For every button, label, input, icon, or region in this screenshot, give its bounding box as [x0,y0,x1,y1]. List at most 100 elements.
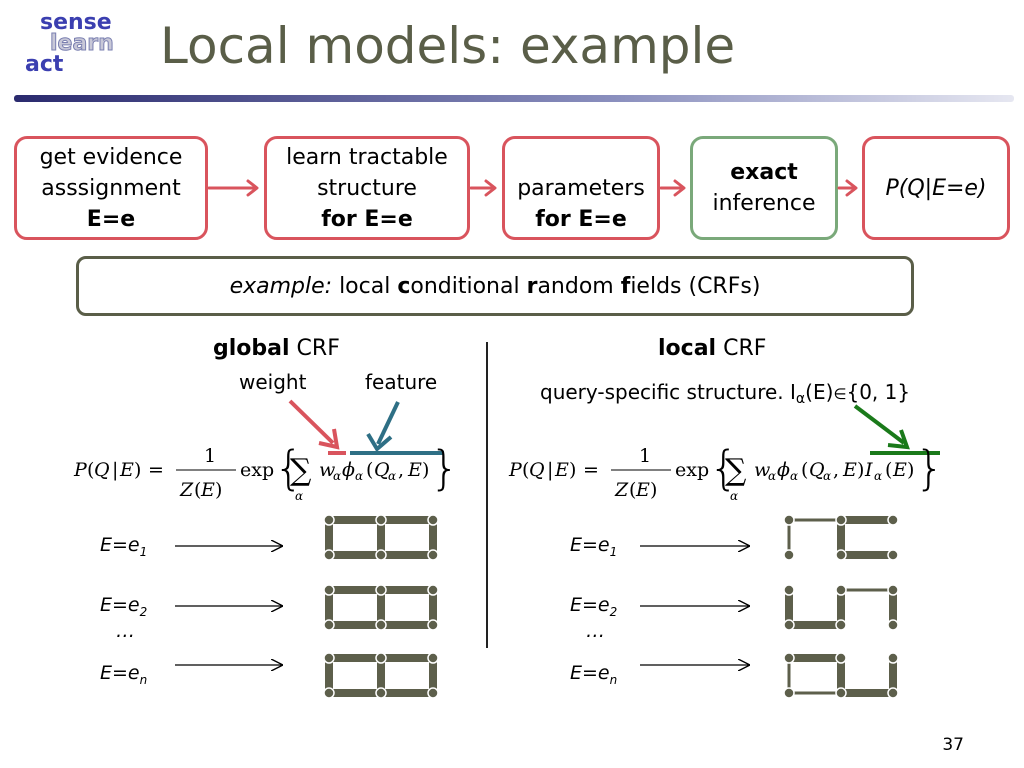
graph-node [375,619,387,631]
graph-node [375,584,387,596]
logo-line-3: act [25,52,64,77]
svg-text:ϕ: ϕ [777,459,790,481]
svg-text:(: ( [801,459,808,481]
svg-text:α: α [388,469,396,483]
svg-text:(: ( [885,459,892,481]
flow-box-query-line1: P(Q|E=e) [885,175,987,201]
sense-learn-act-logo: sense learn act [22,12,132,92]
flow-box-parameters-line1: parameters [517,176,645,201]
svg-text:α: α [295,489,303,503]
title-underline [14,95,1014,102]
graph-node [835,584,847,596]
graph-node [783,584,795,596]
flow-box-inference-line1: exact [730,160,798,185]
svg-text:Z: Z [614,479,629,501]
flow-box-inference: exact inference [690,136,838,240]
flow-arrow-1 [207,179,259,197]
graph-node [323,652,335,664]
svg-text:α: α [874,469,882,483]
flow-box-evidence-line1: get evidence [39,144,183,170]
graph-node [323,549,335,561]
svg-text:(: ( [366,459,373,481]
graph-node [783,549,795,561]
graph-node [835,514,847,526]
graph-node [835,687,847,699]
svg-text:w: w [754,459,770,481]
svg-text:{: { [709,441,738,495]
graph-node [375,652,387,664]
graph-node [783,687,795,699]
svg-text:(: ( [87,459,94,481]
local-graph-2 [783,584,899,631]
graph-node [887,514,899,526]
example-f: f [620,273,631,299]
graph-node [887,549,899,561]
svg-text:|: | [547,459,553,481]
svg-text:1: 1 [204,445,216,467]
svg-text:(: ( [194,479,201,501]
example-c: c [397,273,411,299]
svg-text:α: α [333,469,341,483]
graph-node [323,687,335,699]
row-label-1: E=e1 [100,534,148,559]
graph-node [323,584,335,596]
svg-text:E: E [554,459,569,481]
flow-arrow-3 [659,179,686,197]
svg-text:ϕ: ϕ [342,459,355,481]
feature-arrow [350,401,444,455]
graph-node [835,619,847,631]
flow-box-inference-line2: inference [712,191,816,216]
svg-text:I: I [864,459,873,481]
svg-text:): ) [569,459,576,481]
flow-box-query: P(Q|E=e) [862,136,1010,240]
svg-text:Z: Z [179,479,194,501]
page-title: Local models: example [160,17,736,75]
svg-text:E: E [200,479,215,501]
graph-node [783,652,795,664]
example-text-4: ields (CRFs) [630,273,761,299]
svg-text:): ) [857,459,864,481]
svg-text:α: α [355,469,363,483]
svg-text:P: P [508,459,523,481]
local-row-label-2: E=e2 [570,594,618,619]
svg-text:α: α [730,489,738,503]
flow-box-structure-line3: for E=e [321,206,413,232]
example-text-1: local [332,273,398,299]
global-graph-n [323,652,439,699]
flow-box-structure: learn tractable structure for E=e [264,136,470,240]
svg-text:α: α [768,469,776,483]
example-text-3: andom [537,273,621,299]
row-label-n: E=en [100,662,148,687]
svg-text:exp: exp [675,459,709,481]
example-r: r [526,273,538,299]
row-label-2: E=e2 [100,594,148,619]
graph-node [427,652,439,664]
svg-text:=: = [148,459,164,481]
flow-box-evidence-line3: E=e [86,206,136,232]
graph-node [323,514,335,526]
svg-text:): ) [650,479,657,501]
graph-node [427,619,439,631]
example-text-2: onditional [410,273,527,299]
global-graph-2 [323,584,439,631]
flow-box-parameters: parameters for E=e [502,136,660,240]
flow-box-structure-line1: learn tractable [286,144,448,170]
flow-arrow-4 [837,179,858,197]
local-row-label-n: E=en [570,662,618,687]
local-row-label-1: E=e1 [570,534,618,559]
svg-text:): ) [134,459,141,481]
local-graph-n [783,652,899,699]
logo-line-1: sense [40,10,112,35]
graph-node [783,514,795,526]
graph-node [887,687,899,699]
svg-text:): ) [422,459,429,481]
graph-node [375,514,387,526]
svg-text:}: } [915,441,944,495]
local-graph-1 [783,514,899,561]
svg-text:α: α [790,469,798,483]
flow-box-structure-line2: structure [317,175,417,201]
svg-text:|: | [112,459,118,481]
